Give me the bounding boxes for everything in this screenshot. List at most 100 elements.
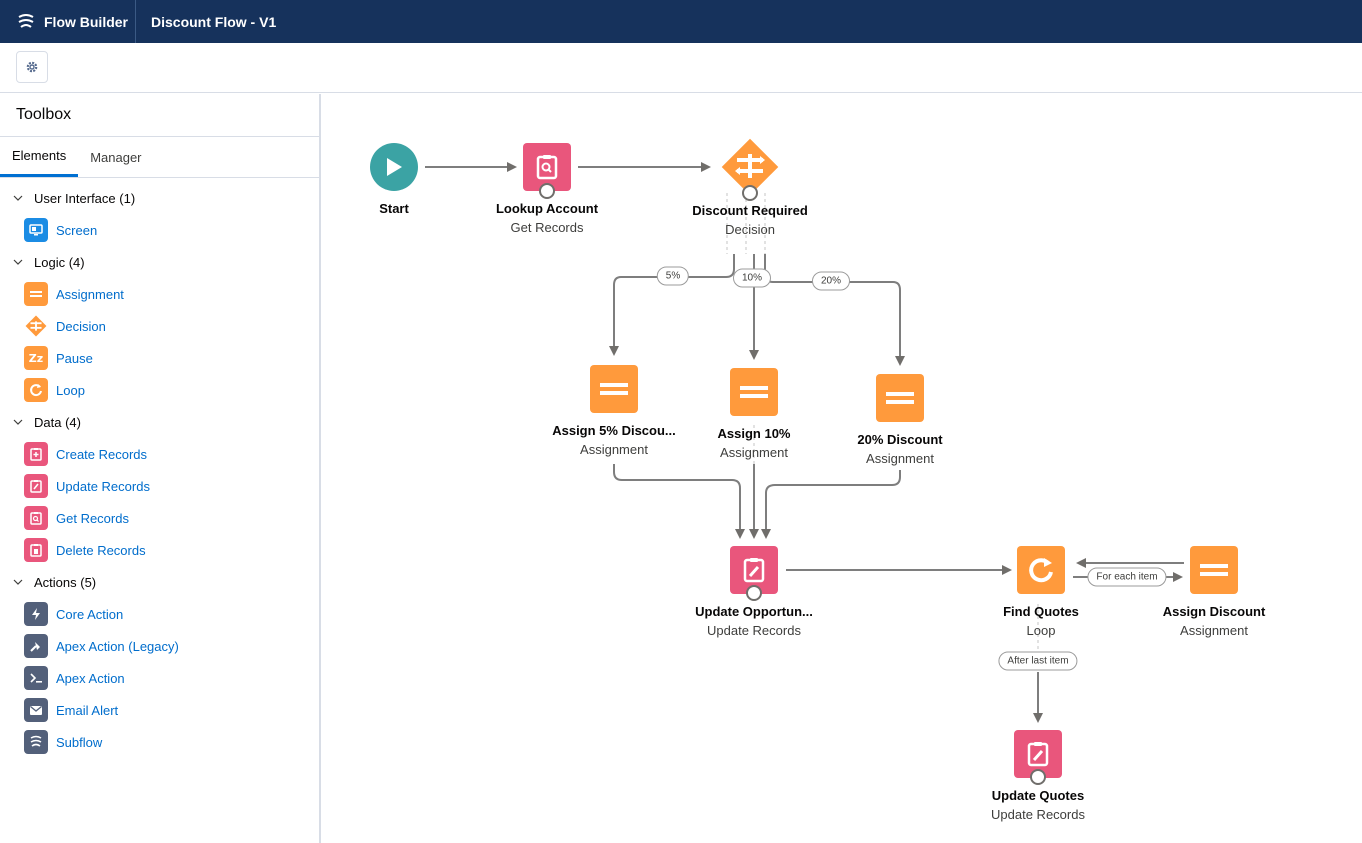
connector-label-10-percent[interactable]: 10% [732, 268, 772, 288]
element-subflow[interactable]: Subflow [0, 726, 319, 758]
node-type: Assignment [866, 451, 934, 466]
connector-label-5-percent[interactable]: 5% [656, 266, 690, 286]
group-label: User Interface (1) [34, 190, 136, 206]
connectors [425, 162, 1184, 723]
node-type: Get Records [510, 220, 584, 235]
node-type: Assignment [720, 445, 788, 460]
element-assignment[interactable]: Assignment [0, 278, 319, 310]
discount-required-label: Discount Required Decision [692, 202, 808, 239]
discount-20-label: 20% Discount Assignment [857, 431, 942, 468]
flow-title: Discount Flow - V1 [151, 13, 277, 30]
connector-20-to-update [761, 470, 901, 539]
group-data[interactable]: Data (4) [0, 406, 319, 438]
element-update-records[interactable]: Update Records [0, 470, 319, 502]
start-node[interactable] [370, 143, 418, 191]
element-apex-action[interactable]: Apex Action [0, 662, 319, 694]
chevron-down-icon [13, 258, 27, 266]
node-type: Decision [725, 222, 775, 237]
group-label: Data (4) [34, 414, 81, 430]
element-label: Subflow [56, 734, 103, 750]
element-core-action[interactable]: Core Action [0, 598, 319, 630]
toolbox-title: Toolbox [0, 94, 319, 137]
node-type: Update Records [991, 807, 1085, 822]
element-create-records[interactable]: Create Records [0, 438, 319, 470]
update-records-icon [24, 474, 48, 498]
connector-handle[interactable] [742, 185, 758, 201]
node-name: Find Quotes [1003, 604, 1079, 619]
connector-handle[interactable] [539, 183, 555, 199]
loop-icon [1029, 558, 1053, 583]
element-label: Delete Records [56, 542, 146, 558]
flow-canvas[interactable]: Start Lookup Account Get Records Discoun… [323, 94, 1362, 843]
email-alert-icon [24, 698, 48, 722]
connector-5-to-update [613, 464, 745, 539]
tab-manager[interactable]: Manager [90, 149, 142, 165]
assign-5-node[interactable] [590, 365, 638, 413]
element-label: Update Records [56, 478, 150, 494]
element-loop[interactable]: Loop [0, 374, 319, 406]
element-decision[interactable]: Decision [0, 310, 319, 342]
assign-discount-label: Assign Discount Assignment [1163, 603, 1266, 640]
discount-required-node[interactable] [717, 134, 783, 200]
lookup-account-label: Lookup Account Get Records [496, 200, 598, 237]
node-name: Assign Discount [1162, 604, 1266, 619]
apex-action-icon [24, 666, 48, 690]
node-name: 20% Discount [857, 432, 943, 447]
connector-handle[interactable] [1030, 769, 1046, 785]
node-name: Start [379, 201, 409, 216]
node-type: Loop [1026, 623, 1056, 638]
discount-20-node[interactable] [876, 374, 924, 422]
app-name: Flow Builder [44, 13, 128, 30]
element-label: Loop [56, 382, 85, 398]
get-records-icon [24, 506, 48, 530]
node-type: Assignment [1180, 623, 1248, 638]
connector-handle[interactable] [746, 585, 762, 601]
connector-label-after-last[interactable]: After last item [998, 651, 1078, 671]
group-label: Actions (5) [34, 574, 97, 590]
node-name: Update Opportun... [695, 604, 813, 619]
screen-icon [24, 218, 48, 242]
delete-records-icon [24, 538, 48, 562]
assign-10-label: Assign 10% Assignment [718, 425, 791, 462]
group-logic[interactable]: Logic (4) [0, 246, 319, 278]
decision-icon [721, 138, 779, 196]
toolbox-panel: Toolbox Elements Manager User Interface … [0, 94, 321, 843]
flow-logo-icon [18, 13, 34, 28]
core-action-icon [24, 602, 48, 626]
element-label: Apex Action [56, 670, 125, 686]
update-records-icon [743, 558, 765, 583]
element-pause[interactable]: Zz Pause [0, 342, 319, 374]
element-screen[interactable]: Screen [0, 214, 319, 246]
element-label: Email Alert [56, 702, 119, 718]
assign-discount-node[interactable] [1190, 546, 1238, 594]
find-quotes-node[interactable] [1017, 546, 1065, 594]
element-label: Screen [56, 222, 98, 238]
create-records-icon [24, 442, 48, 466]
element-apex-action-legacy[interactable]: Apex Action (Legacy) [0, 630, 319, 662]
update-quotes-label: Update Quotes Update Records [991, 787, 1085, 824]
element-get-records[interactable]: Get Records [0, 502, 319, 534]
group-actions[interactable]: Actions (5) [0, 566, 319, 598]
connector-label-for-each[interactable]: For each item [1087, 567, 1167, 587]
connector-label-20-percent[interactable]: 20% [811, 271, 851, 291]
element-label: Core Action [56, 606, 124, 622]
start-label: Start [379, 200, 409, 218]
node-name: Assign 10% [717, 426, 791, 441]
group-user-interface[interactable]: User Interface (1) [0, 182, 319, 214]
toolbox-tabs: Elements Manager [0, 137, 319, 178]
assignment-icon [886, 392, 914, 404]
gear-icon [26, 61, 38, 73]
element-label: Decision [56, 318, 106, 334]
assignment-icon [600, 383, 628, 395]
element-label: Assignment [56, 286, 124, 302]
settings-button[interactable] [16, 51, 48, 83]
assign-10-node[interactable] [730, 368, 778, 416]
element-delete-records[interactable]: Delete Records [0, 534, 319, 566]
tab-elements[interactable]: Elements [0, 137, 79, 177]
toolbar [0, 43, 1362, 93]
node-name: Lookup Account [495, 201, 599, 216]
element-label: Get Records [56, 510, 129, 526]
element-email-alert[interactable]: Email Alert [0, 694, 319, 726]
flow-builder-brand[interactable]: Flow Builder [0, 0, 136, 43]
assignment-icon [1200, 564, 1228, 576]
